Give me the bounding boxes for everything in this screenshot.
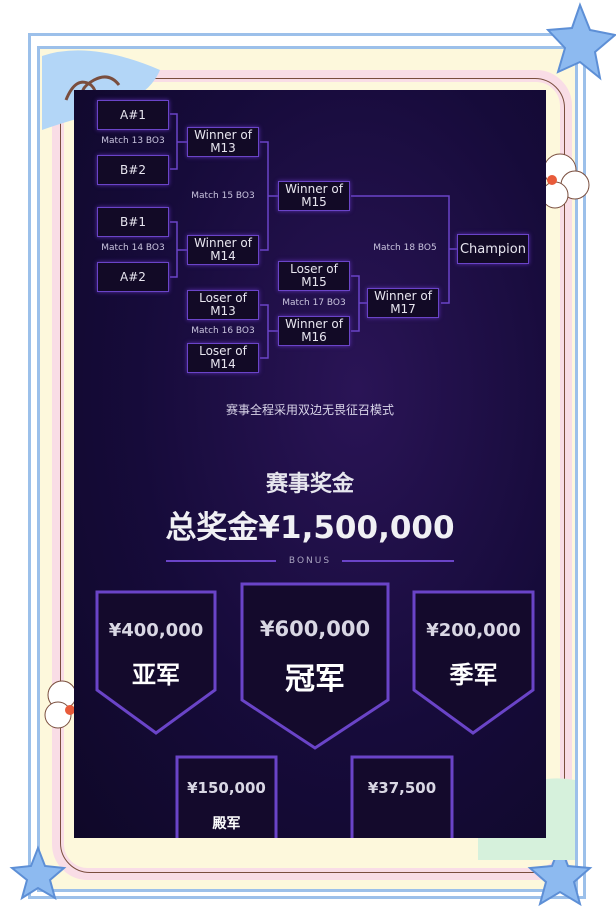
box-line: Loser of	[199, 291, 247, 305]
prize-tier-third: ¥200,000 季军	[412, 590, 535, 735]
prize-tier-fifth: ¥37,500	[350, 755, 454, 838]
bracket-b1: B#1	[97, 207, 169, 237]
bracket-champion: Champion	[457, 234, 529, 264]
prize-amount: ¥200,000	[426, 620, 521, 641]
prize-amount: ¥400,000	[108, 620, 204, 641]
divider-right	[342, 560, 454, 562]
team-label: A#2	[120, 269, 146, 284]
box-line: M13	[210, 304, 236, 318]
box-line: Winner of	[285, 182, 343, 196]
bracket-connectors	[170, 113, 457, 359]
frame-pink-border	[52, 70, 572, 880]
shield-icon	[240, 582, 390, 750]
match-13-label: Match 13 BO3	[101, 136, 165, 146]
prize-tier-fourth: ¥150,000 殿军	[175, 755, 278, 838]
prize-rank: 亚军	[132, 661, 180, 689]
match-16-label: Match 16 BO3	[191, 326, 255, 336]
box-line: M16	[301, 330, 327, 344]
shield-icon	[350, 755, 454, 838]
box-line: M15	[301, 195, 327, 209]
bonus-label: BONUS	[288, 556, 332, 566]
box-line: Winner of	[194, 128, 252, 142]
team-label: B#1	[120, 214, 146, 229]
box-line: M14	[210, 249, 236, 263]
bracket-b2: B#2	[97, 155, 169, 185]
draft-mode-note: 赛事全程采用双边无畏征召模式	[225, 403, 394, 417]
team-label: B#2	[120, 162, 146, 177]
total-prize: 总奖金¥1,500,000	[165, 510, 455, 546]
box-line: Winner of	[285, 317, 343, 331]
team-label: A#1	[120, 107, 146, 122]
box-line: Champion	[459, 241, 526, 257]
box-line: Winner of	[194, 236, 252, 250]
tournament-poster: A#1 Match 13 BO3 B#2 B#1 Match 14 BO3 A#…	[74, 90, 546, 838]
shield-icon	[175, 755, 278, 838]
bracket-a2: A#2	[97, 262, 169, 292]
star-icon	[527, 842, 593, 907]
prize-amount: ¥600,000	[259, 617, 371, 641]
box-line: M15	[301, 275, 327, 289]
prize-rank: 殿军	[212, 816, 241, 832]
cloud-icon	[541, 153, 590, 209]
prize-amount: ¥37,500	[367, 779, 437, 797]
cloud-icon	[44, 680, 77, 729]
shield-icon	[412, 590, 535, 735]
prize-tier-first: ¥600,000 冠军	[240, 582, 390, 750]
prize-amount: ¥150,000	[187, 779, 266, 797]
prize-tier-second: ¥400,000 亚军	[95, 590, 217, 735]
box-line: Loser of	[199, 344, 247, 358]
prize-heading: 赛事奖金	[265, 472, 354, 497]
box-line: Loser of	[290, 262, 338, 276]
box-line: M13	[210, 141, 236, 155]
prize-rank: 季军	[449, 661, 498, 689]
match-17-label: Match 17 BO3	[282, 298, 346, 308]
match-14-label: Match 14 BO3	[101, 243, 165, 253]
bracket-a1: A#1	[97, 100, 169, 130]
shield-icon	[95, 590, 217, 735]
prize-rank: 冠军	[285, 662, 345, 697]
box-line: M17	[390, 302, 416, 316]
star-icon	[545, 2, 616, 81]
match-18-label: Match 18 BO5	[373, 243, 437, 253]
box-line: Winner of	[374, 289, 432, 303]
divider-left	[166, 560, 276, 562]
frame-line	[60, 78, 565, 873]
box-line: M14	[210, 357, 236, 371]
match-15-label: Match 15 BO3	[191, 191, 255, 201]
star-icon	[9, 845, 67, 901]
